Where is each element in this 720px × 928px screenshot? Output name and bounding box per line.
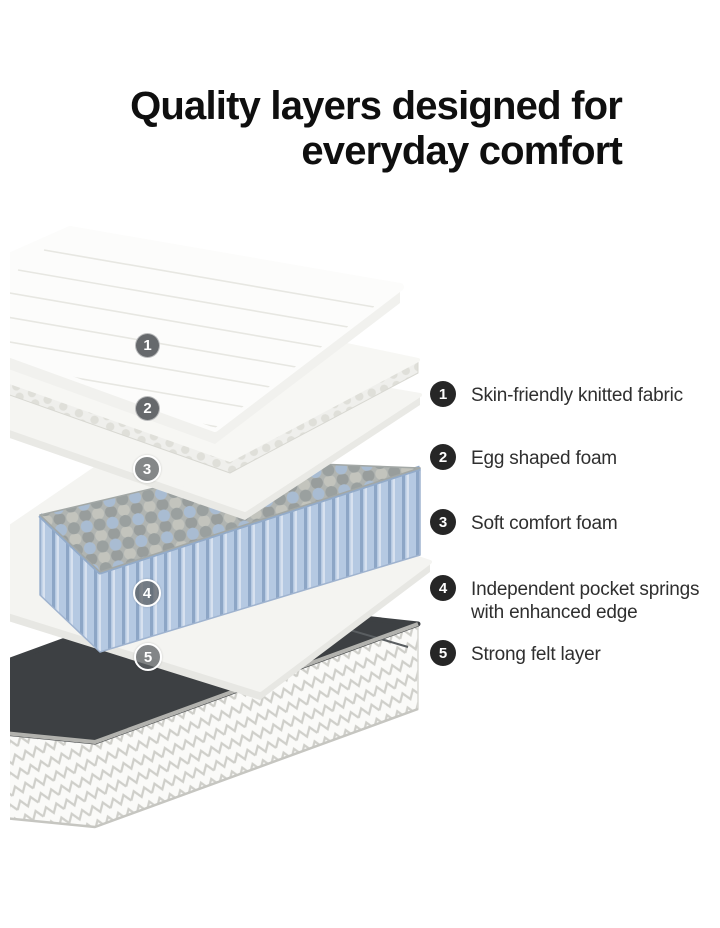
base-bottom-edge bbox=[10, 707, 419, 829]
diagram-badge-4-number: 4 bbox=[142, 584, 152, 602]
diagram-badge-5: 5 bbox=[134, 643, 162, 671]
felt-slab-edge bbox=[10, 562, 430, 700]
fabric-front-band bbox=[10, 287, 400, 444]
diagram-badge-1: 1 bbox=[135, 333, 160, 358]
legend-badge-3-number: 3 bbox=[438, 513, 448, 531]
legend-label-2: Egg shaped foam bbox=[471, 448, 617, 469]
headline-line-2: everyday comfort bbox=[301, 129, 622, 174]
legend-badge-4: 4 bbox=[430, 575, 456, 601]
legend-item-4: 4 Independent pocket springs with enhanc… bbox=[430, 575, 699, 624]
diagram-badge-2: 2 bbox=[135, 396, 160, 421]
legend-badge-1: 1 bbox=[430, 381, 456, 407]
mattress-exploded-illustration bbox=[10, 226, 432, 829]
diagram-badge-3-number: 3 bbox=[142, 460, 152, 478]
diagram-badge-5-number: 5 bbox=[143, 648, 153, 666]
legend-badge-2-number: 2 bbox=[438, 448, 448, 466]
legend-label-1: Skin-friendly knitted fabric bbox=[471, 385, 683, 406]
base-piping-edge bbox=[10, 622, 419, 744]
knitted-fabric-layer bbox=[10, 226, 404, 444]
legend-item-2: 2 Egg shaped foam bbox=[430, 444, 617, 470]
legend-item-5: 5 Strong felt layer bbox=[430, 640, 601, 666]
pocket-springs-layer bbox=[38, 461, 421, 653]
legend-badge-1-number: 1 bbox=[438, 385, 448, 403]
diagram-badge-3: 3 bbox=[133, 455, 161, 483]
legend-badge-3: 3 bbox=[430, 509, 456, 535]
legend-item-3: 3 Soft comfort foam bbox=[430, 509, 618, 535]
legend-label-4: Independent pocket springs with enhanced… bbox=[471, 579, 700, 624]
legend-badge-4-number: 4 bbox=[438, 579, 448, 597]
mattress-layers-diagram: 1 2 3 4 5 bbox=[10, 226, 432, 829]
legend-badge-5: 5 bbox=[430, 640, 456, 666]
legend: 1 Skin-friendly knitted fabric 2 Egg sha… bbox=[430, 0, 712, 928]
headline-line-1: Quality layers designed for bbox=[130, 84, 623, 128]
diagram-badge-4: 4 bbox=[133, 579, 161, 607]
legend-badge-2: 2 bbox=[430, 444, 456, 470]
diagram-badge-1-number: 1 bbox=[143, 337, 152, 354]
diagram-badge-2-number: 2 bbox=[143, 400, 152, 417]
legend-label-3: Soft comfort foam bbox=[471, 513, 618, 534]
headline: Quality layers designed for everyday com… bbox=[0, 84, 623, 174]
springs-honeycomb-top bbox=[39, 461, 421, 573]
legend-item-1: 1 Skin-friendly knitted fabric bbox=[430, 381, 683, 407]
fabric-top bbox=[10, 226, 404, 432]
legend-badge-5-number: 5 bbox=[438, 644, 448, 662]
legend-label-5: Strong felt layer bbox=[471, 644, 601, 665]
